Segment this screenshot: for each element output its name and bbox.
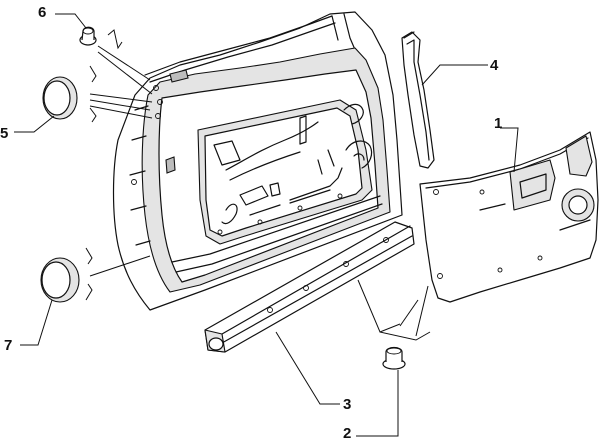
part-1-trim-panel: [419, 131, 599, 303]
callout-3-label: 3: [343, 396, 351, 413]
callout-2-label: 2: [343, 425, 351, 441]
part-5-plug: [42, 76, 78, 120]
callout-5-label: 5: [0, 125, 8, 142]
callout-4-label: 4: [490, 57, 499, 74]
callout-7-label: 7: [4, 337, 12, 354]
part-4-weatherstrip: [401, 31, 435, 169]
leader-lines: [14, 13, 519, 437]
callout-1-label: 1: [494, 115, 502, 132]
part-6-clip: [79, 26, 97, 46]
part-2-fastener: [382, 346, 406, 370]
part-7-plug: [40, 257, 80, 303]
door-shell: [112, 11, 403, 311]
callout-6-label: 6: [38, 4, 46, 21]
part-3-sill-beam: [204, 221, 415, 353]
